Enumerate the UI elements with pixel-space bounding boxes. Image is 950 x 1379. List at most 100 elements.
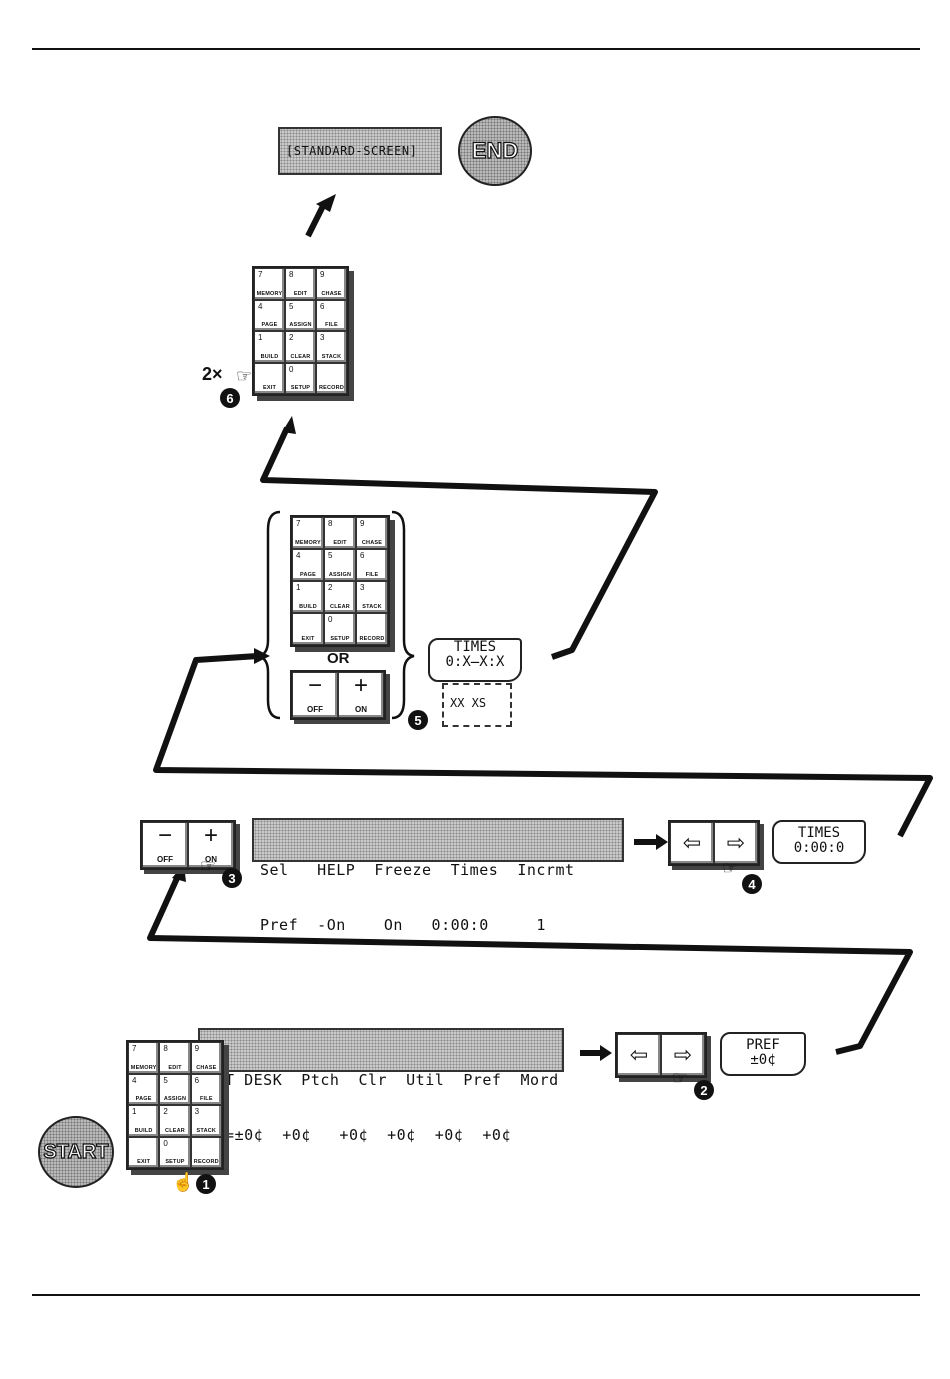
start-badge: START xyxy=(38,1116,114,1188)
step2-pref-value: ±0¢ xyxy=(750,1052,776,1068)
step4-right-arrow-key[interactable]: ⇨ xyxy=(714,822,758,864)
step6-number: 6 xyxy=(220,388,240,408)
right-brace xyxy=(391,510,415,720)
keypad-key-number: 3 xyxy=(194,1107,200,1116)
step4-arrow-keys: ⇦ ⇨ xyxy=(668,820,760,866)
flow-step4-to-step5 xyxy=(153,653,933,838)
step1-number: 1 xyxy=(196,1174,216,1194)
start-label: START xyxy=(43,1140,109,1163)
step1-pointing-hand-icon: ☝ xyxy=(172,1172,195,1192)
keypad-key-number: 4 xyxy=(258,301,263,311)
keypad-key-label: STACK xyxy=(196,1127,217,1134)
step6-pointing-hand-icon: ☞ xyxy=(236,366,253,386)
end-badge: END xyxy=(458,116,532,186)
step4-right-arrow-icon: ⇨ xyxy=(726,830,746,855)
keypad-key[interactable]: EXIT xyxy=(254,362,285,394)
step2-pref-title: PREF xyxy=(746,1037,780,1053)
step4-times-title: TIMES xyxy=(797,825,841,841)
keypad-key-number: 3 xyxy=(320,333,325,342)
keypad-key[interactable]: EXIT xyxy=(128,1136,160,1168)
step2-left-arrow-key[interactable]: ⇦ xyxy=(617,1034,661,1076)
keypad-key[interactable]: RECORD xyxy=(356,613,388,645)
keypad-key-label: EXIT xyxy=(301,636,315,642)
keypad-key[interactable]: RECORD xyxy=(316,362,347,394)
keypad-key-label: EDIT xyxy=(293,290,308,297)
keypad-key-label: EDIT xyxy=(333,540,347,546)
keypad-key-label: CLEAR xyxy=(290,353,311,360)
keypad-key-number: 0 xyxy=(289,364,294,374)
keypad-key-number: 5 xyxy=(328,551,333,560)
keypad-key-label: MEMORY xyxy=(130,1064,157,1071)
keypad-key-label: CLEAR xyxy=(330,604,350,610)
keypad-key-number: 8 xyxy=(328,519,333,528)
top-rule xyxy=(32,48,920,50)
lcd-bottom-row2: UP=±0¢ +0¢ +0¢ +0¢ +0¢ +0¢ xyxy=(206,1126,511,1144)
keypad-key-number: 6 xyxy=(360,551,365,560)
end-label: END xyxy=(471,137,519,163)
keypad-key-number: 2 xyxy=(328,583,333,592)
keypad-key-number: 1 xyxy=(258,333,263,342)
keypad-key-number: 3 xyxy=(360,583,365,592)
step2-arrow-keys: ⇦ ⇨ xyxy=(615,1032,707,1078)
standard-screen-text: [STANDARD-SCREEN] xyxy=(286,143,418,158)
step3-off-key[interactable]: − OFF xyxy=(142,822,188,868)
keypad-key-number: 7 xyxy=(296,519,301,528)
arrowhead-step6 xyxy=(282,416,296,434)
keypad-key-label: FILE xyxy=(365,572,379,578)
step2-right-arrow-icon: ⇨ xyxy=(673,1042,693,1067)
keypad-key-number: 2 xyxy=(163,1107,168,1116)
keypad-key-label: RECORD xyxy=(318,385,345,391)
step4-times-value: 0:00:0 xyxy=(793,840,845,856)
lcd-middle-row1: Sel HELP Freeze Times Incrmt xyxy=(260,861,575,879)
step5-times-title: TIMES xyxy=(453,639,497,655)
lcd-bottom-row1: SiT DESK Ptch Clr Util Pref Mord xyxy=(206,1071,559,1089)
bottom-rule xyxy=(32,1294,920,1296)
step5-plus-symbol: + xyxy=(353,672,368,699)
keypad-key-number: 9 xyxy=(194,1044,200,1053)
keypad-key[interactable]: EXIT xyxy=(292,613,324,645)
step5-off-key[interactable]: − OFF xyxy=(292,672,338,718)
step4-left-arrow-key[interactable]: ⇦ xyxy=(670,822,714,864)
step2-right-arrow-key[interactable]: ⇨ xyxy=(661,1034,705,1076)
step4-pointing-hand-icon: ☞ xyxy=(722,858,739,878)
lcd-bottom: SiT DESK Ptch Clr Util Pref Mord UP=±0¢ … xyxy=(198,1028,564,1144)
step5-or-label: OR xyxy=(327,650,350,667)
step5-on-key[interactable]: + ON xyxy=(338,672,384,718)
step2-number: 2 xyxy=(694,1080,714,1100)
step3-on-key[interactable]: + ON xyxy=(188,822,234,868)
keypad-key[interactable]: RECORD xyxy=(190,1136,222,1168)
keypad-key-label: BUILD xyxy=(299,604,317,610)
keypad-key-number: 7 xyxy=(258,270,263,279)
step5-on-label: ON xyxy=(355,705,367,714)
